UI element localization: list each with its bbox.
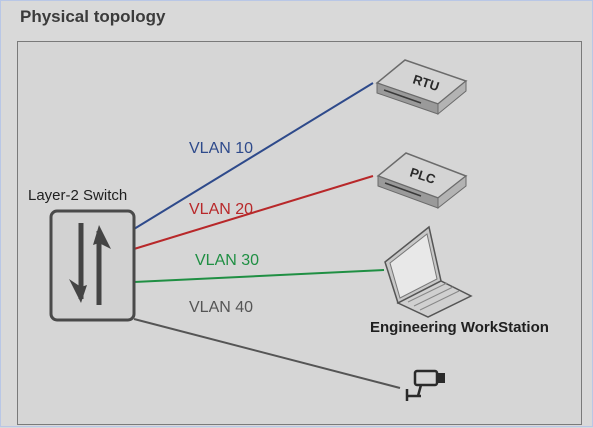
link-vlan-20 xyxy=(133,175,374,250)
link-vlan-40 xyxy=(133,318,401,389)
link-vlan-10 xyxy=(133,82,374,230)
vlan-40-label: VLAN 40 xyxy=(189,299,253,316)
plc-device-icon xyxy=(376,152,468,210)
switch-label: Layer-2 Switch xyxy=(28,187,127,204)
vlan-20-label: VLAN 20 xyxy=(189,201,253,218)
layer2-switch-icon xyxy=(49,209,136,322)
link-vlan-30 xyxy=(133,269,385,283)
vlan-30-label: VLAN 30 xyxy=(195,252,259,269)
laptop-icon xyxy=(384,225,473,318)
rtu-device-icon xyxy=(375,59,468,116)
workstation-label: Engineering WorkStation xyxy=(370,319,549,336)
diagram-title: Physical topology xyxy=(20,7,166,26)
security-camera-icon xyxy=(405,369,445,401)
vlan-10-label: VLAN 10 xyxy=(189,140,253,157)
